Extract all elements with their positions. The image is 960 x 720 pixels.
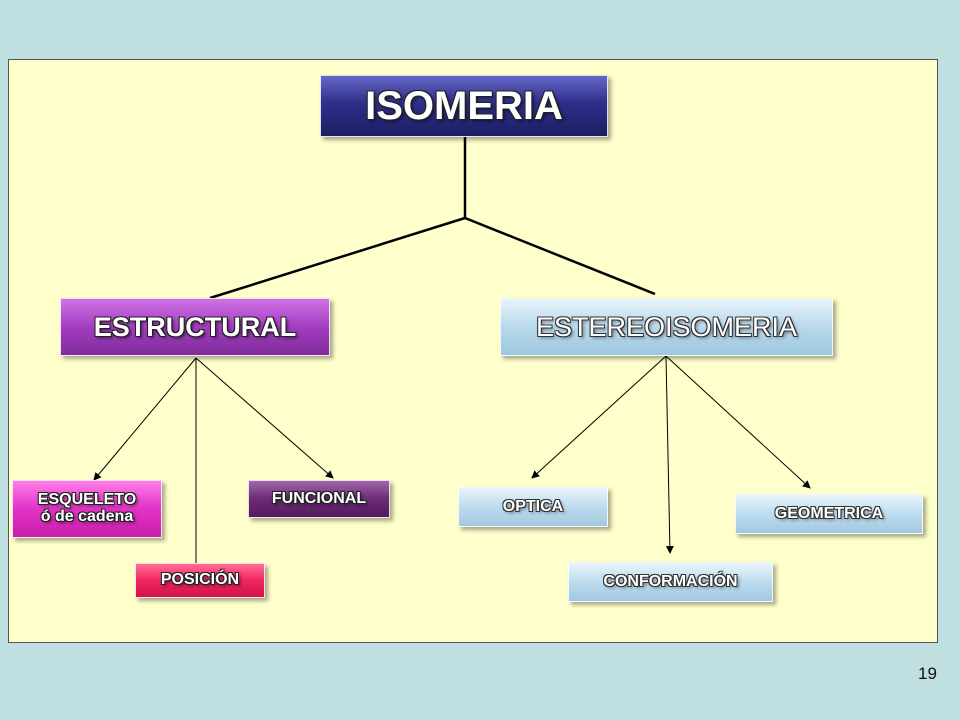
node-esqueleto-line2: ó de cadena (40, 508, 134, 525)
node-geometrica: GEOMETRICA (735, 494, 923, 534)
node-optica: OPTICA (458, 487, 608, 527)
node-conformacion-label: CONFORMACIÓN (603, 572, 738, 590)
node-funcional: FUNCIONAL (248, 480, 390, 518)
node-optica-label: OPTICA (502, 497, 564, 515)
node-conformacion: CONFORMACIÓN (568, 562, 773, 602)
node-esqueleto: ESQUELETO ó de cadena (12, 480, 162, 538)
node-estereoisomeria-label: ESTEREOISOMERIA (535, 311, 798, 342)
node-esqueleto-line1: ESQUELETO (37, 491, 137, 509)
node-estructural-label: ESTRUCTURAL (93, 311, 297, 342)
node-geometrica-label: GEOMETRICA (774, 504, 884, 522)
node-estereoisomeria: ESTEREOISOMERIA (500, 298, 833, 356)
node-posicion-label: POSICIÓN (160, 571, 240, 589)
node-posicion: POSICIÓN (135, 563, 265, 598)
page-number: 19 (918, 664, 937, 683)
node-estructural: ESTRUCTURAL (60, 298, 330, 356)
node-funcional-label: FUNCIONAL (271, 489, 367, 507)
node-isomeria: ISOMERIA (320, 75, 608, 137)
node-isomeria-label: ISOMERIA (365, 84, 563, 128)
